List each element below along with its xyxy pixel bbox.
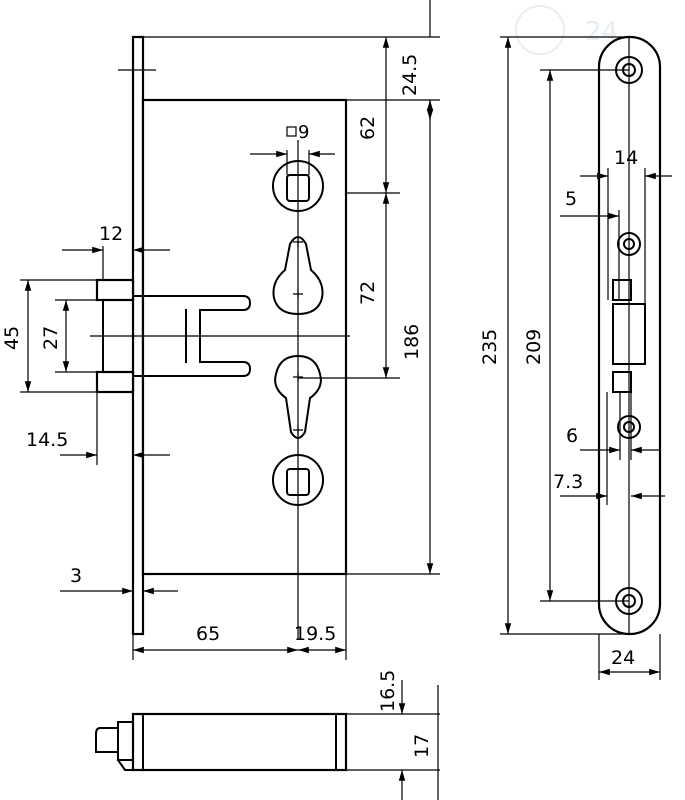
dimension-labels: 24.5 9 62 72 186 235 209 12 45 27 14.5 3… — [1, 54, 638, 758]
case-bottom — [131, 712, 348, 772]
dim-24-5: 24.5 — [399, 54, 421, 96]
dim-14: 14 — [614, 147, 638, 169]
bolt-bottom — [95, 727, 119, 753]
dim-square-9: 9 — [298, 122, 309, 143]
square-symbol — [286, 126, 297, 137]
bolt-pin-top — [95, 278, 135, 302]
keyhole-upper — [272, 236, 324, 316]
dim-16-5: 16.5 — [377, 670, 399, 712]
dim-186: 186 — [401, 324, 423, 360]
dim-6: 6 — [566, 425, 578, 447]
dim-62: 62 — [357, 116, 379, 140]
dim-19-5: 19.5 — [294, 623, 336, 645]
dim-14-5: 14.5 — [26, 429, 68, 451]
lock-front-view — [90, 35, 350, 640]
dim-45: 45 — [1, 326, 23, 350]
bolt-pin-bottom — [95, 370, 135, 394]
dim-24: 24 — [611, 647, 635, 669]
keyhole-lower — [274, 354, 322, 439]
dim-72: 72 — [357, 281, 379, 305]
faceplate-dimensions — [500, 36, 672, 680]
watermark-logo: 24 — [515, 5, 618, 55]
dim-209: 209 — [523, 329, 545, 365]
screw-middle-bottom — [617, 415, 641, 439]
lock-bottom-view — [95, 680, 440, 800]
dim-5: 5 — [565, 188, 577, 210]
dim-17: 17 — [411, 734, 433, 758]
latch-opening — [612, 303, 646, 365]
dimension-lines — [20, 0, 440, 660]
dim-27: 27 — [40, 326, 62, 350]
dim-235: 235 — [479, 329, 501, 365]
dim-12: 12 — [99, 223, 123, 245]
dim-7-3: 7.3 — [553, 471, 583, 493]
dim-3: 3 — [70, 565, 82, 587]
screw-middle-top — [617, 232, 641, 256]
dim-65: 65 — [196, 623, 220, 645]
lock-case — [141, 98, 348, 576]
faceplate-view — [597, 35, 662, 636]
